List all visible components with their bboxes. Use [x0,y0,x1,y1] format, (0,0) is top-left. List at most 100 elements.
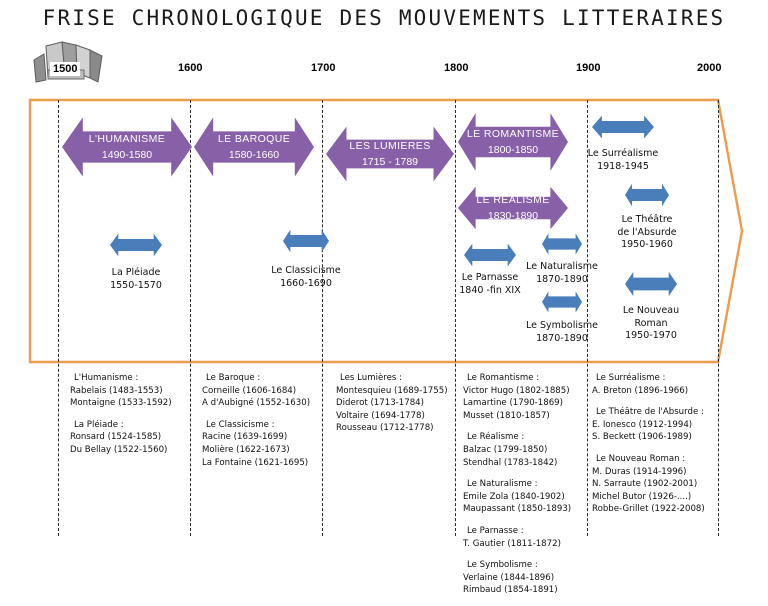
century-guide-1900 [587,100,588,536]
movement-arrow-parnasse[interactable] [464,243,516,267]
author-group: Le Théâtre de l'Absurde :E. Ionesco (191… [592,406,722,444]
movement-name: Le Naturalisme [526,261,598,272]
movement-years: 1490-1580 [101,148,153,161]
author-group-heading: Le Baroque : [206,373,261,383]
author-group-heading: Le Naturalisme : [467,479,538,490]
author-group: Les Lumières : Montesquieu (1689-1755) Did… [336,372,456,435]
movement-name: Le Classicisme [271,265,341,276]
scale-tick-1600: 1600 [178,62,203,74]
authors-column-3: Les Lumières : Montesquieu (1689-1755) Did… [336,372,456,444]
author-entry: Du Bellay (1522-1560) [70,444,168,455]
author-entry: Rimbaud (1854-1891) [463,585,558,596]
author-entry: Maupassant (1850-1893) [463,504,572,515]
author-entry: Rousseau (1712-1778) [336,423,434,434]
movement-arrow-surrealisme[interactable] [592,115,654,139]
movement-arrow-naturalisme[interactable] [542,233,582,255]
movement-years: 1660-1690 [280,277,332,289]
author-entry: Balzac (1799-1850) [463,444,548,455]
scale-tick-1900: 1900 [576,62,601,74]
author-group: Le Parnasse : T. Gautier (1811-1872) [463,525,587,550]
scale-tick-1700: 1700 [311,62,336,74]
author-entry: M. Duras (1914-1996) [592,466,687,477]
caption-naturalisme: Le Naturalisme 1870-1890 [504,261,620,286]
scale-tick-1800: 1800 [444,62,469,74]
movement-years: 1870-1890 [536,273,588,285]
author-group-heading: Le Surréalisme : [596,373,666,383]
caption-surrealisme: Le Surréalisme 1918-1945 [565,148,681,173]
author-entry: Michel Butor (1926-....) [592,491,692,502]
caption-nouveau-roman: Le Nouveau Roman 1950-1970 [593,305,709,343]
caption-symbolisme: Le Symbolisme 1870-1890 [504,320,620,345]
century-guide-2000 [718,100,719,536]
movement-years: 1950-1960 [621,239,673,250]
author-group-heading: Les Lumières : [340,373,402,383]
timeline-frame-arrow [28,98,744,364]
movement-years: 1950-1970 [625,330,677,341]
author-group-heading: Le Symbolisme : [467,560,538,571]
movement-name: LE BAROQUE [217,132,291,145]
author-group: Le Symbolisme :Verlaine (1844-1896) Rimba… [463,559,587,597]
movement-name: La Pléiade [111,267,161,278]
author-entry: Voltaire (1694-1778) [336,410,425,421]
author-group-heading: L'Humanisme : [74,373,139,383]
author-entry: Stendhal (1783-1842) [463,457,558,468]
caption-parnasse: Le Parnasse 1840 -fin XIX [432,272,548,297]
scale-tick-2000: 2000 [697,62,722,74]
movement-name: LES LUMIERES [349,139,431,152]
authors-column-1: L'Humanisme :Rabelais (1483-1553)Montaig… [70,372,188,466]
movement-name-cont: de l'Absurde [617,226,677,238]
author-entry: Lamartine (1790-1869) [463,398,563,409]
movement-years: 1840 -fin XIX [459,284,521,296]
movement-years: 1715 - 1789 [361,155,419,168]
movement-name: L'HUMANISME [88,132,166,145]
movement-arrow-pleiade[interactable] [110,233,162,257]
author-group: Le Romantisme : Victor Hugo (1802-1885) La… [463,372,587,422]
author-group-heading: Le Romantisme : [467,373,540,383]
movement-years: 1830-1890 [487,209,539,222]
movement-years: 1918-1945 [597,160,649,172]
century-guide-1500 [58,100,59,536]
movement-name: Le Parnasse [461,272,519,283]
author-entry: Montesquieu (1689-1755) [336,385,448,396]
author-group: Le Classicisme : Racine (1639-1699)Molièr… [202,419,322,469]
author-entry: Robbe-Grillet (1922-2008) [592,504,705,515]
movement-name: Le Nouveau [622,305,680,316]
movement-name: Le Théâtre [621,214,673,225]
page-title: FRISE CHRONOLOGIQUE DES MOUVEMENTS LITTE… [42,6,726,30]
author-entry: S. Beckett (1906-1989) [592,432,692,443]
movement-arrow-symbolisme[interactable] [542,291,582,313]
timeline-infographic: FRISE CHRONOLOGIQUE DES MOUVEMENTS LITTE… [28,6,744,595]
author-entry: Emile Zola (1840-1902) [463,491,565,502]
author-group: Le Réalisme :Balzac (1799-1850)Stendhal … [463,431,587,469]
author-entry: Molière (1622-1673) [202,444,290,455]
author-entry: Musset (1810-1857) [463,410,550,421]
caption-pleiade: La Pléiade 1550-1570 [78,267,194,292]
author-entry: Victor Hugo (1802-1885) [463,385,570,396]
author-group: L'Humanisme :Rabelais (1483-1553)Montaig… [70,372,188,410]
movement-arrow-theatre-absurde[interactable] [625,183,669,207]
author-entry: A d'Aubigné (1552-1630) [202,398,311,409]
author-group-heading: Le Nouveau Roman : [596,453,686,464]
movement-name: Le Symbolisme [525,320,599,331]
author-entry: Verlaine (1844-1896) [463,572,555,583]
author-entry: Montaigne (1533-1592) [70,398,172,409]
authors-column-5: Le Surréalisme :A. Breton (1896-1966)Le … [592,372,722,525]
author-entry: Diderot (1713-1784) [336,398,424,409]
author-entry: T. Gautier (1811-1872) [463,538,561,549]
author-entry: A. Breton (1896-1966) [592,385,689,396]
scale-start-label: 1500 [50,62,81,76]
author-entry: La Fontaine (1621-1695) [202,457,309,468]
century-guide-1600 [190,100,191,536]
author-entry: Ronsard (1524-1585) [70,432,162,443]
authors-column-2: Le Baroque :Corneille (1606-1684)A d'Aub… [202,372,322,478]
author-entry: E. Ionesco (1912-1994) [592,419,693,430]
caption-theatre-absurde: Le Théâtre de l'Absurde 1950-1960 [589,214,705,252]
author-group: Le Surréalisme : A. Breton (1896-1966) [592,372,722,397]
authors-column-4: Le Romantisme : Victor Hugo (1802-1885) La… [463,372,587,606]
author-group-heading: Le Classicisme : [206,419,275,430]
author-group-heading: La Pléiade : [74,419,124,430]
author-group-heading: Le Parnasse : [467,525,524,536]
movement-arrow-classicisme[interactable] [283,229,329,253]
author-group: Le Nouveau Roman :M. Duras (1914-1996)N.… [592,453,722,516]
author-entry: Racine (1639-1699) [202,432,288,443]
